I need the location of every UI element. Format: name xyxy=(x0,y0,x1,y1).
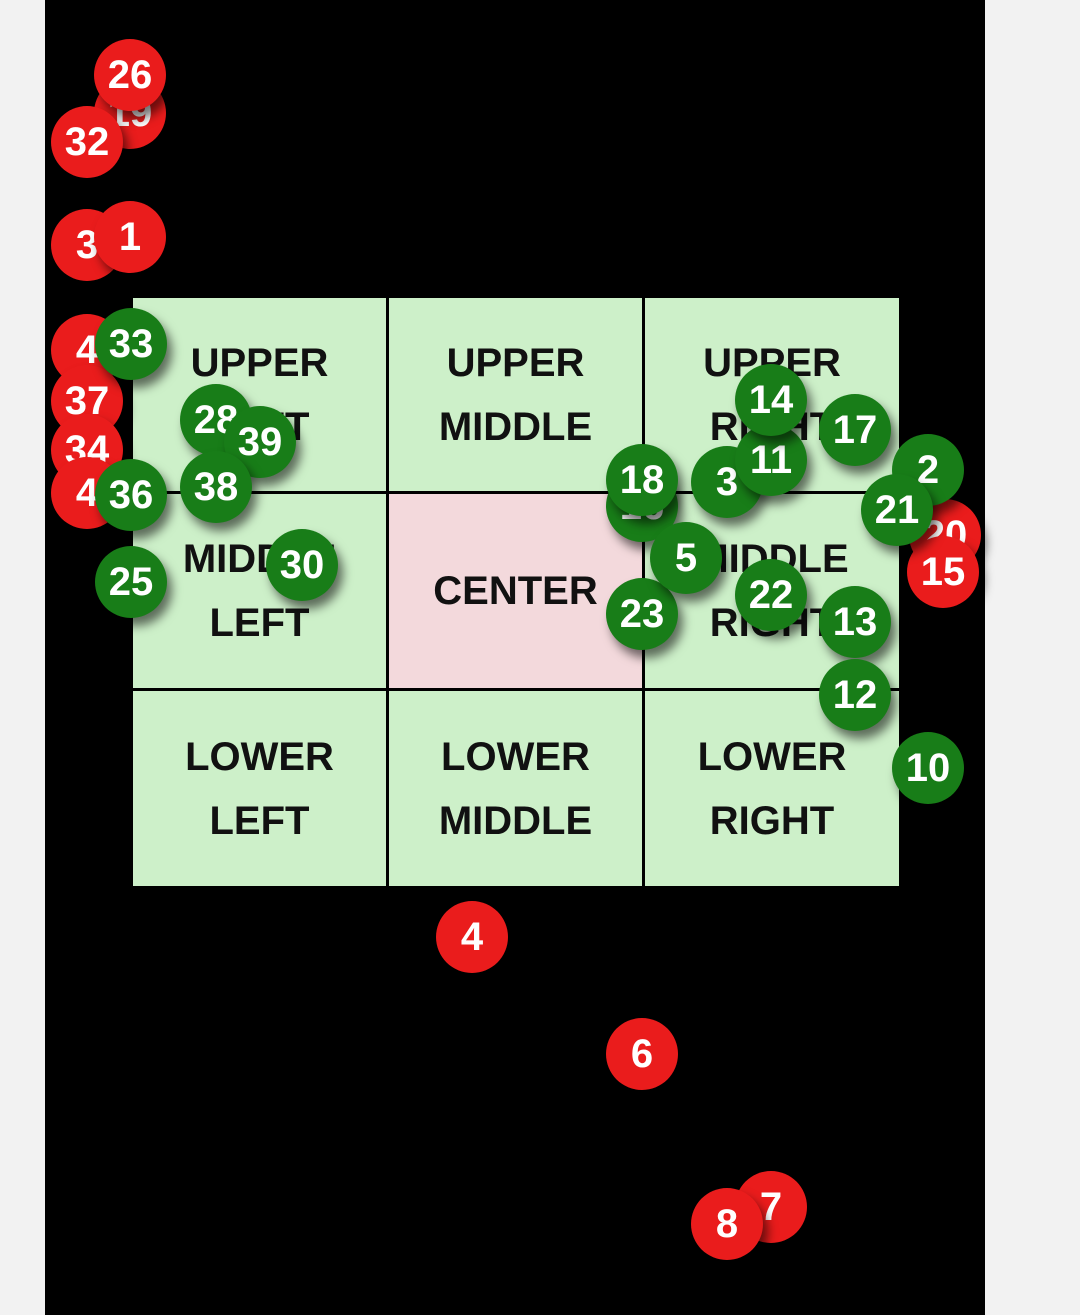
zone-center: CENTER xyxy=(389,494,642,688)
zone-middle-left: MIDDLE LEFT xyxy=(133,494,386,688)
marker-green-12: 12 xyxy=(819,659,891,731)
marker-red-1: 1 xyxy=(94,201,166,273)
zone-upper-middle: UPPER MIDDLE xyxy=(389,298,642,491)
marker-red-26: 26 xyxy=(94,39,166,111)
marker-green-21: 21 xyxy=(861,474,933,546)
marker-red-8: 8 xyxy=(691,1188,763,1260)
marker-green-11: 11 xyxy=(735,424,807,496)
marker-green-33: 33 xyxy=(95,308,167,380)
marker-green-17: 17 xyxy=(819,394,891,466)
marker-green-22: 22 xyxy=(735,559,807,631)
marker-red-4: 4 xyxy=(436,901,508,973)
marker-green-10: 10 xyxy=(892,732,964,804)
marker-green-5: 5 xyxy=(650,522,722,594)
marker-green-18: 18 xyxy=(606,444,678,516)
marker-green-38: 38 xyxy=(180,451,252,523)
marker-green-13: 13 xyxy=(819,586,891,658)
zone-lower-middle: LOWER MIDDLE xyxy=(389,691,642,886)
marker-red-15: 15 xyxy=(907,536,979,608)
marker-green-25: 25 xyxy=(95,546,167,618)
marker-red-6: 6 xyxy=(606,1018,678,1090)
marker-green-23: 23 xyxy=(606,578,678,650)
marker-green-36: 36 xyxy=(95,459,167,531)
marker-red-32: 32 xyxy=(51,106,123,178)
zone-lower-left: LOWER LEFT xyxy=(133,691,386,886)
marker-green-30: 30 xyxy=(266,529,338,601)
marker-green-14: 14 xyxy=(735,364,807,436)
